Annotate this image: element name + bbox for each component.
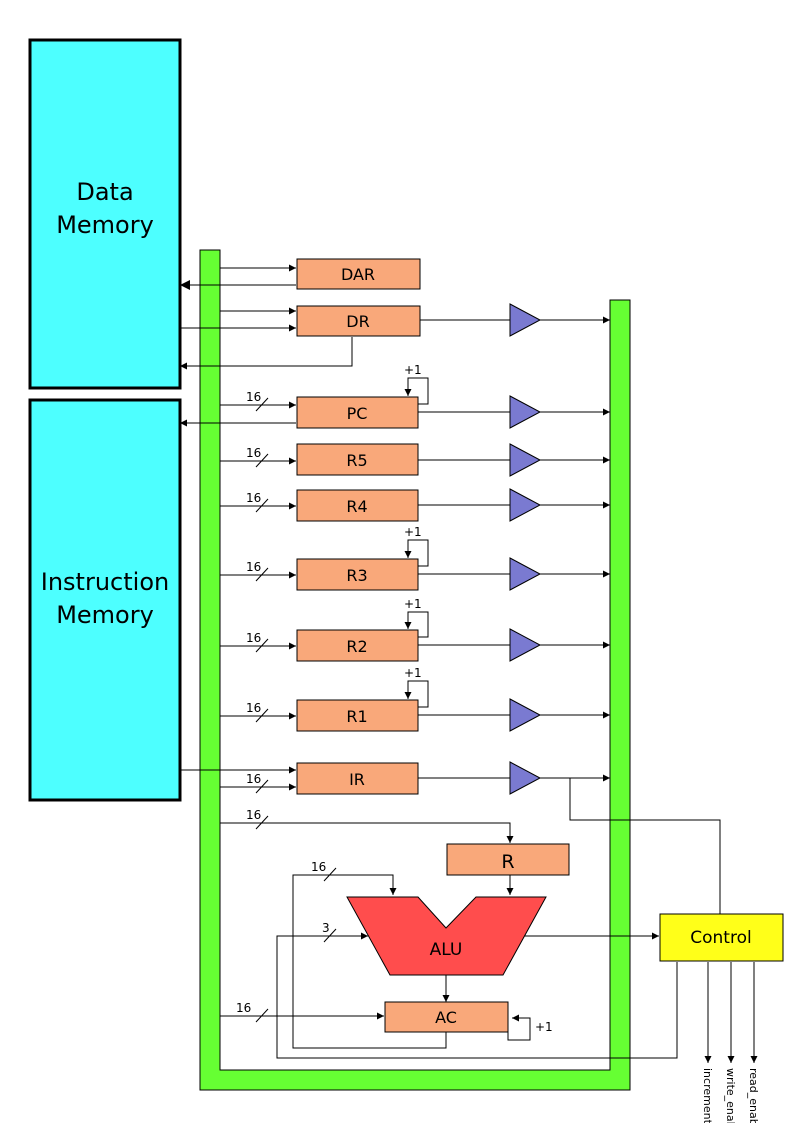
r-width-label: 16	[246, 808, 261, 822]
buffer-r1	[509, 698, 542, 732]
data-memory-block	[28, 38, 182, 390]
buffer-r2	[509, 628, 542, 662]
r2-width-label: 16	[246, 631, 261, 645]
register-ir-label: IR	[349, 770, 365, 789]
register-ac-label: AC	[435, 1008, 457, 1027]
register-r5-label: R5	[346, 451, 367, 470]
register-dar-label: DAR	[341, 265, 375, 284]
alu: ALU	[346, 896, 547, 976]
r3-increment-label: +1	[404, 525, 422, 539]
r1-increment-label: +1	[404, 666, 422, 680]
alu-a-width-label: 16	[311, 860, 326, 874]
register-dr: DR	[296, 305, 421, 337]
data-memory-label-line2: Memory	[56, 211, 154, 239]
r5-width-label: 16	[246, 446, 261, 460]
instruction-memory-block	[28, 398, 182, 802]
bus-buffers	[509, 303, 542, 795]
register-ir: IR	[296, 762, 419, 795]
buffer-r5	[509, 443, 542, 477]
data-memory-label-line1: Data	[76, 178, 133, 206]
register-r-label: R	[501, 851, 514, 873]
register-r3: R3	[296, 558, 419, 591]
ac-width-label: 16	[236, 1001, 251, 1015]
buffer-ir	[509, 761, 542, 795]
register-dar: DAR	[296, 258, 421, 290]
instruction-memory-label-line1: Instruction	[41, 568, 169, 596]
register-dr-label: DR	[346, 312, 369, 331]
register-pc: PC	[296, 396, 419, 429]
buffer-r4	[509, 488, 542, 522]
register-r3-label: R3	[346, 566, 367, 585]
signal-read-enable-label: read_enable	[747, 1068, 760, 1123]
buffer-r3	[509, 557, 542, 591]
instruction-memory-label-line2: Memory	[56, 601, 154, 629]
signal-write-enable-label: write_enable	[724, 1068, 737, 1123]
pc-width-label: 16	[246, 390, 261, 404]
system-bus	[199, 249, 631, 1091]
alu-op-width-label: 3	[322, 921, 330, 935]
alu-label: ALU	[430, 940, 463, 960]
signal-increment-label: increment	[701, 1068, 714, 1123]
r3-width-label: 16	[246, 560, 261, 574]
ir-width-label: 16	[246, 772, 261, 786]
register-r1-label: R1	[346, 707, 367, 726]
control-unit: Control	[659, 913, 784, 962]
buffer-pc	[509, 395, 542, 429]
r1-width-label: 16	[246, 701, 261, 715]
r4-width-label: 16	[246, 491, 261, 505]
register-pc-label: PC	[347, 404, 368, 423]
register-r5: R5	[296, 443, 419, 476]
register-r1: R1	[296, 699, 419, 732]
ac-increment-label: +1	[535, 1020, 553, 1034]
register-r: R	[446, 843, 570, 876]
register-r4: R4	[296, 489, 419, 522]
r2-increment-label: +1	[404, 597, 422, 611]
register-r2: R2	[296, 629, 419, 662]
buffer-dr	[509, 303, 542, 337]
register-r2-label: R2	[346, 637, 367, 656]
wiring	[180, 264, 758, 1063]
register-ac: AC	[384, 1001, 509, 1033]
register-r4-label: R4	[346, 497, 367, 516]
control-label: Control	[690, 928, 751, 948]
pc-increment-label: +1	[404, 363, 422, 377]
